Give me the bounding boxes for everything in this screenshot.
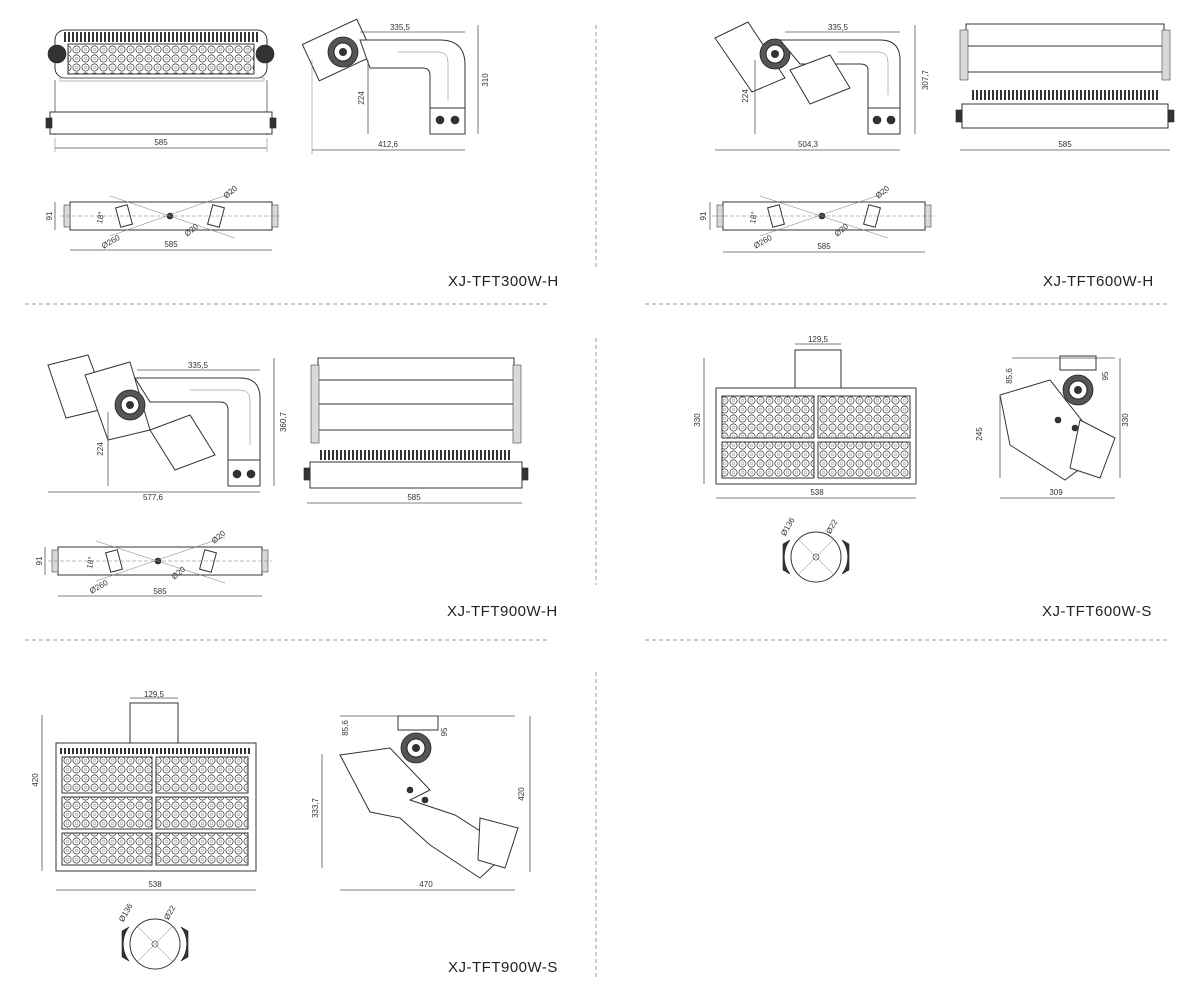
sheet-separators bbox=[25, 25, 1168, 980]
dim-side-h1: 224 bbox=[357, 91, 366, 105]
dim-side-h1: 224 bbox=[741, 89, 750, 103]
front-view-300w-h bbox=[45, 29, 277, 152]
dim-side-h2: 360,7 bbox=[279, 411, 288, 432]
dim-side-h2: 307,7 bbox=[921, 69, 930, 90]
dim-plan-d1: Ø20 bbox=[210, 528, 228, 545]
dim-side-h1: 333,7 bbox=[311, 797, 320, 818]
dim-plan-width: 585 bbox=[817, 242, 831, 251]
dim-side-width: 577,6 bbox=[143, 493, 164, 502]
dim-plan-d3: Ø260 bbox=[88, 578, 110, 596]
dim-side-width: 412,6 bbox=[378, 140, 399, 149]
dim-circle-d2: Ø22 bbox=[824, 517, 840, 535]
dim-circle-d1: Ø136 bbox=[117, 902, 135, 924]
model-title: XJ-TFT900W-S bbox=[448, 959, 558, 976]
dim-front-height: 420 bbox=[31, 773, 40, 787]
dim-side-top: 85,6 bbox=[1005, 368, 1014, 384]
dim-plan-d1: Ø20 bbox=[222, 183, 240, 200]
front-view-900w-s bbox=[41, 697, 257, 891]
circle-view-900w-s bbox=[121, 918, 189, 970]
dim-plan-depth: 91 bbox=[699, 211, 708, 220]
dim-front-width: 538 bbox=[148, 880, 162, 889]
dim-plan-angle: 18° bbox=[748, 211, 759, 224]
dim-bracket: 129,5 bbox=[144, 690, 165, 699]
dim-plan-width: 585 bbox=[153, 587, 167, 596]
plan-view-900w-h bbox=[44, 536, 272, 597]
side-view-600w-h bbox=[714, 21, 916, 151]
model-title: XJ-TFT600W-S bbox=[1042, 603, 1152, 620]
dim-side-top: 85,6 bbox=[341, 720, 350, 736]
dim-side-h2: 330 bbox=[1121, 413, 1130, 427]
dim-plan-angle: 18° bbox=[85, 556, 96, 569]
dim-side-arm: 335,5 bbox=[390, 23, 411, 32]
front-view-900w-h bbox=[303, 357, 529, 504]
circle-view-600w-s bbox=[782, 531, 850, 583]
dim-side-h1: 224 bbox=[96, 442, 105, 456]
dim-front-height: 330 bbox=[693, 413, 702, 427]
model-xj-tft900w-s: 129,5 420 538 85,6 95 333,7 420 470 bbox=[31, 690, 558, 976]
model-title: XJ-TFT300W-H bbox=[448, 273, 559, 290]
side-view-900w-s bbox=[321, 715, 531, 891]
side-view-300w-h bbox=[301, 18, 479, 154]
side-view-900w-h bbox=[47, 354, 275, 493]
dim-side-h2: 310 bbox=[481, 73, 490, 87]
side-view-600w-s bbox=[999, 355, 1121, 499]
dim-plan-angle: 18° bbox=[95, 211, 106, 224]
model-xj-tft900w-h: 335,5 224 360,7 577,6 585 bbox=[35, 354, 558, 620]
dim-bracket: 129,5 bbox=[808, 335, 829, 344]
dim-plan-width: 585 bbox=[164, 240, 178, 249]
dim-side-arm: 335,5 bbox=[828, 23, 849, 32]
front-view-600w-h bbox=[955, 23, 1175, 151]
dim-side-width: 470 bbox=[419, 880, 433, 889]
dim-side-width: 504,3 bbox=[798, 140, 819, 149]
model-xj-tft600w-s: 129,5 330 538 85,6 95 245 330 309 bbox=[693, 335, 1152, 620]
dim-side-95: 95 bbox=[1101, 371, 1110, 380]
dim-side-width: 309 bbox=[1049, 488, 1063, 497]
dim-side-h1: 245 bbox=[975, 427, 984, 441]
model-xj-tft600w-h: 335,5 224 307,7 504,3 585 bbox=[699, 21, 1175, 290]
dim-front-width: 585 bbox=[154, 138, 168, 147]
dim-circle-d1: Ø136 bbox=[779, 516, 797, 538]
dim-side-h2: 420 bbox=[517, 787, 526, 801]
plan-view-600w-h bbox=[709, 191, 935, 253]
dim-plan-depth: 91 bbox=[35, 556, 44, 565]
dim-front-width: 538 bbox=[810, 488, 824, 497]
dim-front-width: 585 bbox=[1058, 140, 1072, 149]
front-view-600w-s bbox=[703, 343, 917, 499]
dim-circle-d2: Ø22 bbox=[162, 903, 178, 921]
dim-side-arm: 335,5 bbox=[188, 361, 209, 370]
dim-plan-d3: Ø260 bbox=[100, 233, 122, 251]
dim-plan-depth: 91 bbox=[45, 211, 54, 220]
dim-side-95: 95 bbox=[440, 727, 449, 736]
dim-plan-d1: Ø20 bbox=[874, 183, 892, 200]
model-title: XJ-TFT600W-H bbox=[1043, 273, 1154, 290]
model-xj-tft300w-h: 585 335,5 224 310 412,6 bbox=[45, 18, 559, 290]
dim-plan-d3: Ø260 bbox=[752, 233, 774, 251]
dim-front-width: 585 bbox=[407, 493, 421, 502]
plan-view-300w-h bbox=[54, 191, 282, 251]
model-title: XJ-TFT900W-H bbox=[447, 603, 558, 620]
